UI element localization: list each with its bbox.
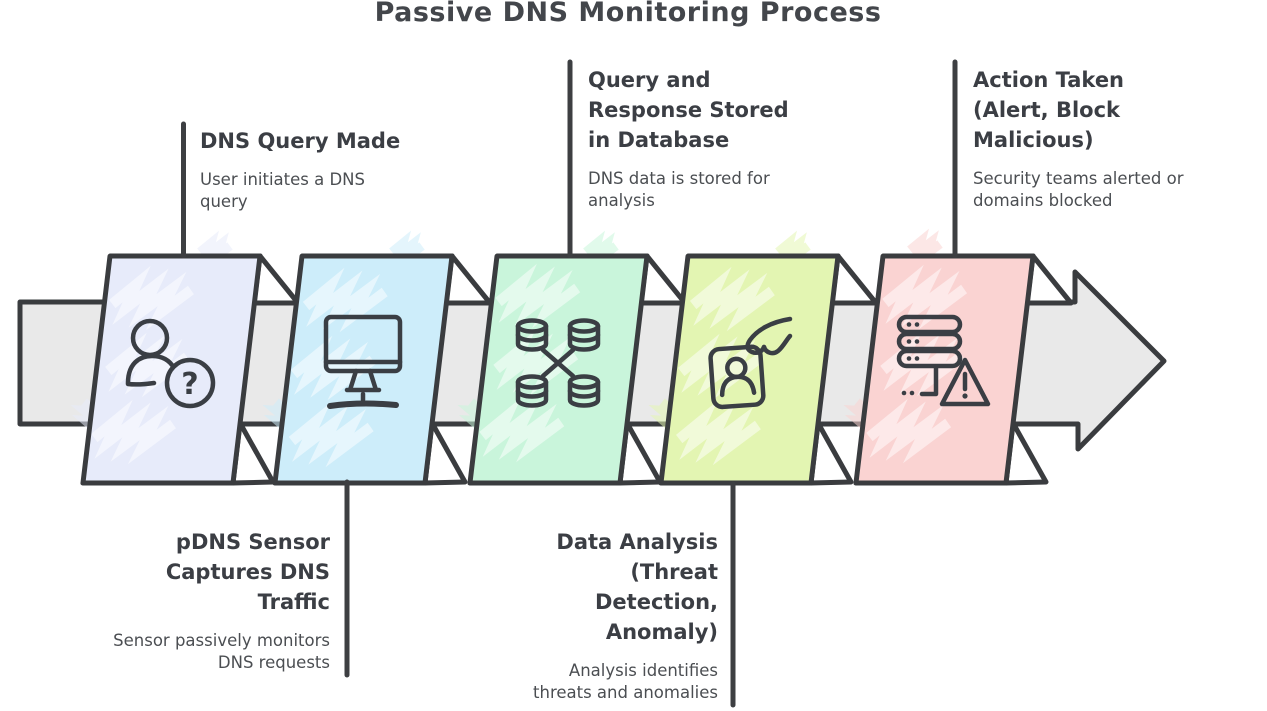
stage-card-2 bbox=[262, 230, 493, 486]
svg-text:?: ? bbox=[181, 367, 198, 402]
stage-label-5: Action Taken (Alert, Block Malicious) Se… bbox=[973, 65, 1184, 212]
stage-4-description: Analysis identifies threats and anomalie… bbox=[533, 661, 718, 702]
stage-3-title: Query and Response Stored in Database bbox=[588, 68, 789, 152]
stage-2-texture bbox=[288, 267, 388, 468]
diagram-title: Passive DNS Monitoring Process bbox=[374, 0, 882, 28]
stage-label-2: pDNS Sensor Captures DNS Traffic Sensor … bbox=[113, 527, 330, 674]
user-question-icon: ? bbox=[125, 318, 216, 409]
stage-1-title: DNS Query Made bbox=[200, 129, 401, 153]
stage-3-description: DNS data is stored for analysis bbox=[588, 169, 770, 210]
stage-label-4: Data Analysis (Threat Detection, Anomaly… bbox=[533, 527, 718, 704]
database-cluster-icon bbox=[515, 318, 601, 408]
stage-card-3 bbox=[457, 230, 688, 486]
stage-card-4 bbox=[648, 230, 879, 486]
monitor-icon bbox=[323, 314, 403, 409]
stage-card-1: ? bbox=[70, 230, 301, 486]
stage-5-description: Security teams alerted or domains blocke… bbox=[973, 169, 1184, 210]
stage-2-title: pDNS Sensor Captures DNS Traffic bbox=[165, 530, 330, 614]
stage-2-description: Sensor passively monitors DNS requests bbox=[113, 631, 330, 672]
hand-id-card-icon bbox=[708, 316, 793, 410]
server-alert-icon bbox=[896, 314, 991, 407]
stage-5-title: Action Taken (Alert, Block Malicious) bbox=[973, 68, 1125, 152]
stage-label-1: DNS Query Made User initiates a DNS quer… bbox=[200, 126, 400, 213]
stage-4-title: Data Analysis (Threat Detection, Anomaly… bbox=[556, 530, 718, 644]
stage-card-5 bbox=[843, 228, 1074, 486]
stage-label-3: Query and Response Stored in Database DN… bbox=[588, 65, 789, 212]
stage-1-description: User initiates a DNS query bbox=[200, 170, 365, 211]
stage-1-texture bbox=[91, 265, 194, 465]
